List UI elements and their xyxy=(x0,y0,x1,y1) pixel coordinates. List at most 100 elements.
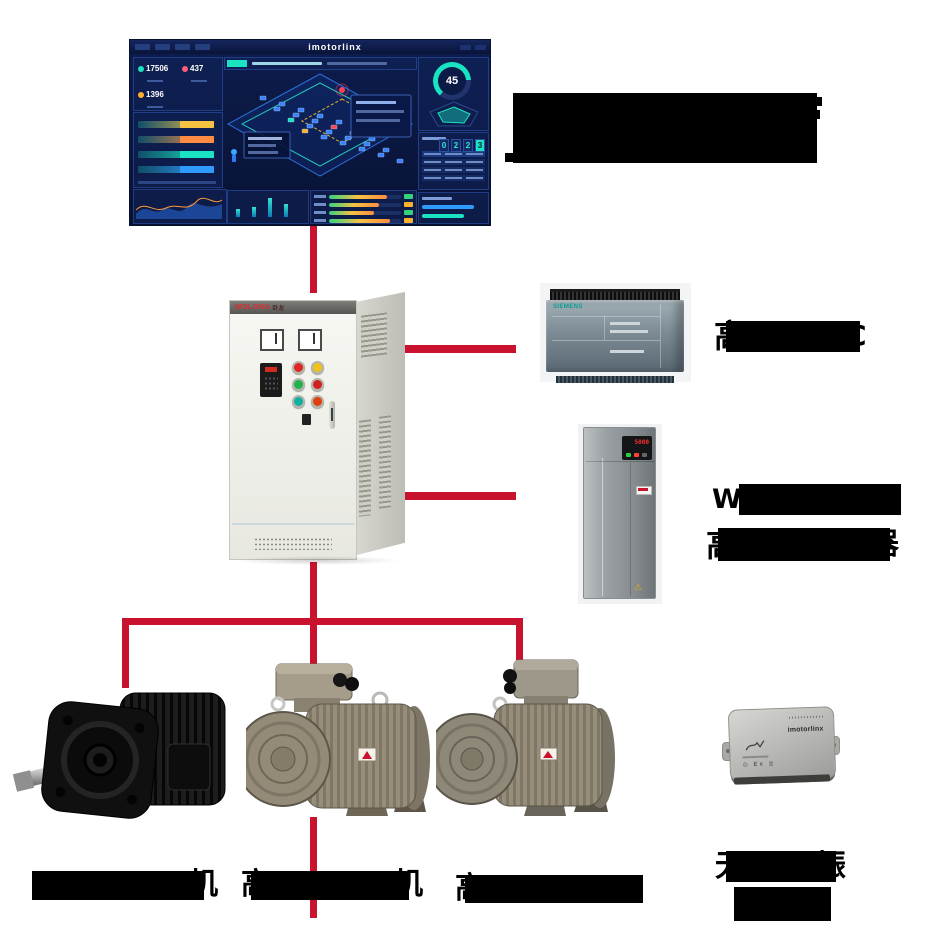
door-handle xyxy=(329,401,335,429)
connector-cabinet-bus xyxy=(310,562,317,620)
connector-cabinet-plc xyxy=(401,345,516,353)
connector-bus-motor1 xyxy=(122,623,129,688)
bar-chart xyxy=(236,195,300,217)
stat-item: 1396 xyxy=(138,86,178,110)
plc-caption: 高 C xyxy=(714,320,867,352)
plc-image: SIEMENS xyxy=(540,283,691,383)
vfd-run-button xyxy=(626,453,631,457)
dashboard-nav-item xyxy=(135,44,150,50)
cabinet-vent xyxy=(359,419,371,517)
health-gauge: 45 xyxy=(433,62,471,100)
dashboard-energy-flow-panel xyxy=(133,112,223,188)
indicator-orange xyxy=(311,395,324,408)
cabinet-bottom-vent xyxy=(254,537,332,550)
redacted-text xyxy=(734,887,831,921)
dashboard-topbar-status xyxy=(475,44,486,50)
vfd-brand-label xyxy=(636,486,652,495)
redacted-text xyxy=(726,320,861,352)
motor1-caption: 机 xyxy=(32,870,218,900)
counter-title-bar xyxy=(422,137,446,140)
vfd-caption-line2: 高 器 xyxy=(706,528,899,561)
vfd-key xyxy=(642,453,647,457)
radar-chart xyxy=(429,101,479,127)
kpi-bar xyxy=(422,214,464,218)
dashboard-kpi-panel xyxy=(418,192,489,224)
redacted-text xyxy=(718,528,891,561)
redacted-text xyxy=(738,484,901,515)
cabinet-side-panel xyxy=(353,292,405,556)
dashboard-bar-panel xyxy=(227,190,309,224)
dashboard-alert-banner xyxy=(224,57,417,70)
bar xyxy=(268,197,272,217)
dashboard-topbar-status xyxy=(460,44,471,50)
dashboard-nav-item xyxy=(155,44,170,50)
connector-cabinet-vfd xyxy=(401,492,516,500)
sensor-url-text xyxy=(742,755,769,759)
redacted-text xyxy=(465,875,643,903)
cabinet-brand-band: WOLONG 卧龙 xyxy=(230,301,356,314)
sankey-node xyxy=(180,121,214,128)
alert-text-bar xyxy=(252,62,322,65)
gauge-value: 45 xyxy=(438,67,466,95)
counter-digit: 3 xyxy=(475,139,485,152)
sensor-brand: imotorlinx xyxy=(787,715,824,737)
dashboard-nav-item xyxy=(195,44,210,50)
sankey-node xyxy=(180,136,214,143)
alert-chip xyxy=(227,60,247,67)
indicator-yellow xyxy=(311,361,324,374)
vfd-stop-button xyxy=(634,453,639,457)
sankey-flow xyxy=(138,166,214,173)
bar xyxy=(284,203,288,217)
dashboard-topbar: imotorlinx xyxy=(130,40,490,54)
kpi-bar xyxy=(422,205,474,209)
cabinet-vent xyxy=(361,312,387,358)
bar xyxy=(236,208,240,217)
sensor-caption-line2 xyxy=(734,887,831,921)
monitoring-dashboard-image: imotorlinx 17506 437 1396 xyxy=(130,40,490,225)
indicator-teal xyxy=(292,395,305,408)
cabinet-front-panel: WOLONG 卧龙 xyxy=(229,300,357,560)
counter-digit: 2 xyxy=(463,139,473,152)
connector-bus-motor3 xyxy=(516,623,523,668)
indicator-green xyxy=(292,378,305,391)
factory-floor-map xyxy=(226,73,414,177)
cabinet-seam xyxy=(232,523,354,525)
indicator-red xyxy=(292,361,305,374)
connector-bus-motor2 xyxy=(310,623,317,665)
vfd-caption-line1: W xyxy=(712,484,901,515)
progress-row xyxy=(314,194,413,199)
stat-item: 437 xyxy=(182,60,222,84)
redacted-text xyxy=(251,870,409,900)
control-cabinet-image: WOLONG 卧龙 xyxy=(225,288,407,566)
table-row xyxy=(422,159,485,165)
dashboard-logo: imotorlinx xyxy=(308,42,362,52)
cabinet-vent xyxy=(379,415,391,509)
sankey-node xyxy=(180,166,214,173)
motor2-image xyxy=(246,663,430,816)
vfd-image: 5000 ⚠ xyxy=(578,424,662,604)
vfd-body: 5000 ⚠ xyxy=(583,427,656,599)
counter-digit: 0 xyxy=(439,139,449,152)
platform-caption xyxy=(505,93,822,163)
motor3-caption: 高 xyxy=(455,874,643,904)
plc-brand: SIEMENS xyxy=(553,304,583,310)
sankey-flow xyxy=(138,121,214,128)
redacted-text xyxy=(32,870,204,900)
redacted-text xyxy=(513,93,817,163)
bar xyxy=(252,206,256,217)
sankey-node xyxy=(180,151,214,158)
connector-bus xyxy=(122,618,523,625)
counter-digit: 2 xyxy=(451,139,461,152)
progress-row xyxy=(314,202,413,207)
plc-body: SIEMENS xyxy=(546,300,684,383)
selector-switch xyxy=(302,414,311,425)
connector-dashboard-cabinet xyxy=(310,225,317,293)
kpi-title-bar xyxy=(422,197,452,200)
cabinet-shadow xyxy=(233,556,401,565)
dashboard-progress-panel xyxy=(310,190,417,224)
vfd-display-value: 5000 xyxy=(634,439,649,446)
sensor-body: imotorlinx ◎ Ex ≣ xyxy=(727,706,837,782)
motor2-caption: 高 机 xyxy=(241,870,423,900)
